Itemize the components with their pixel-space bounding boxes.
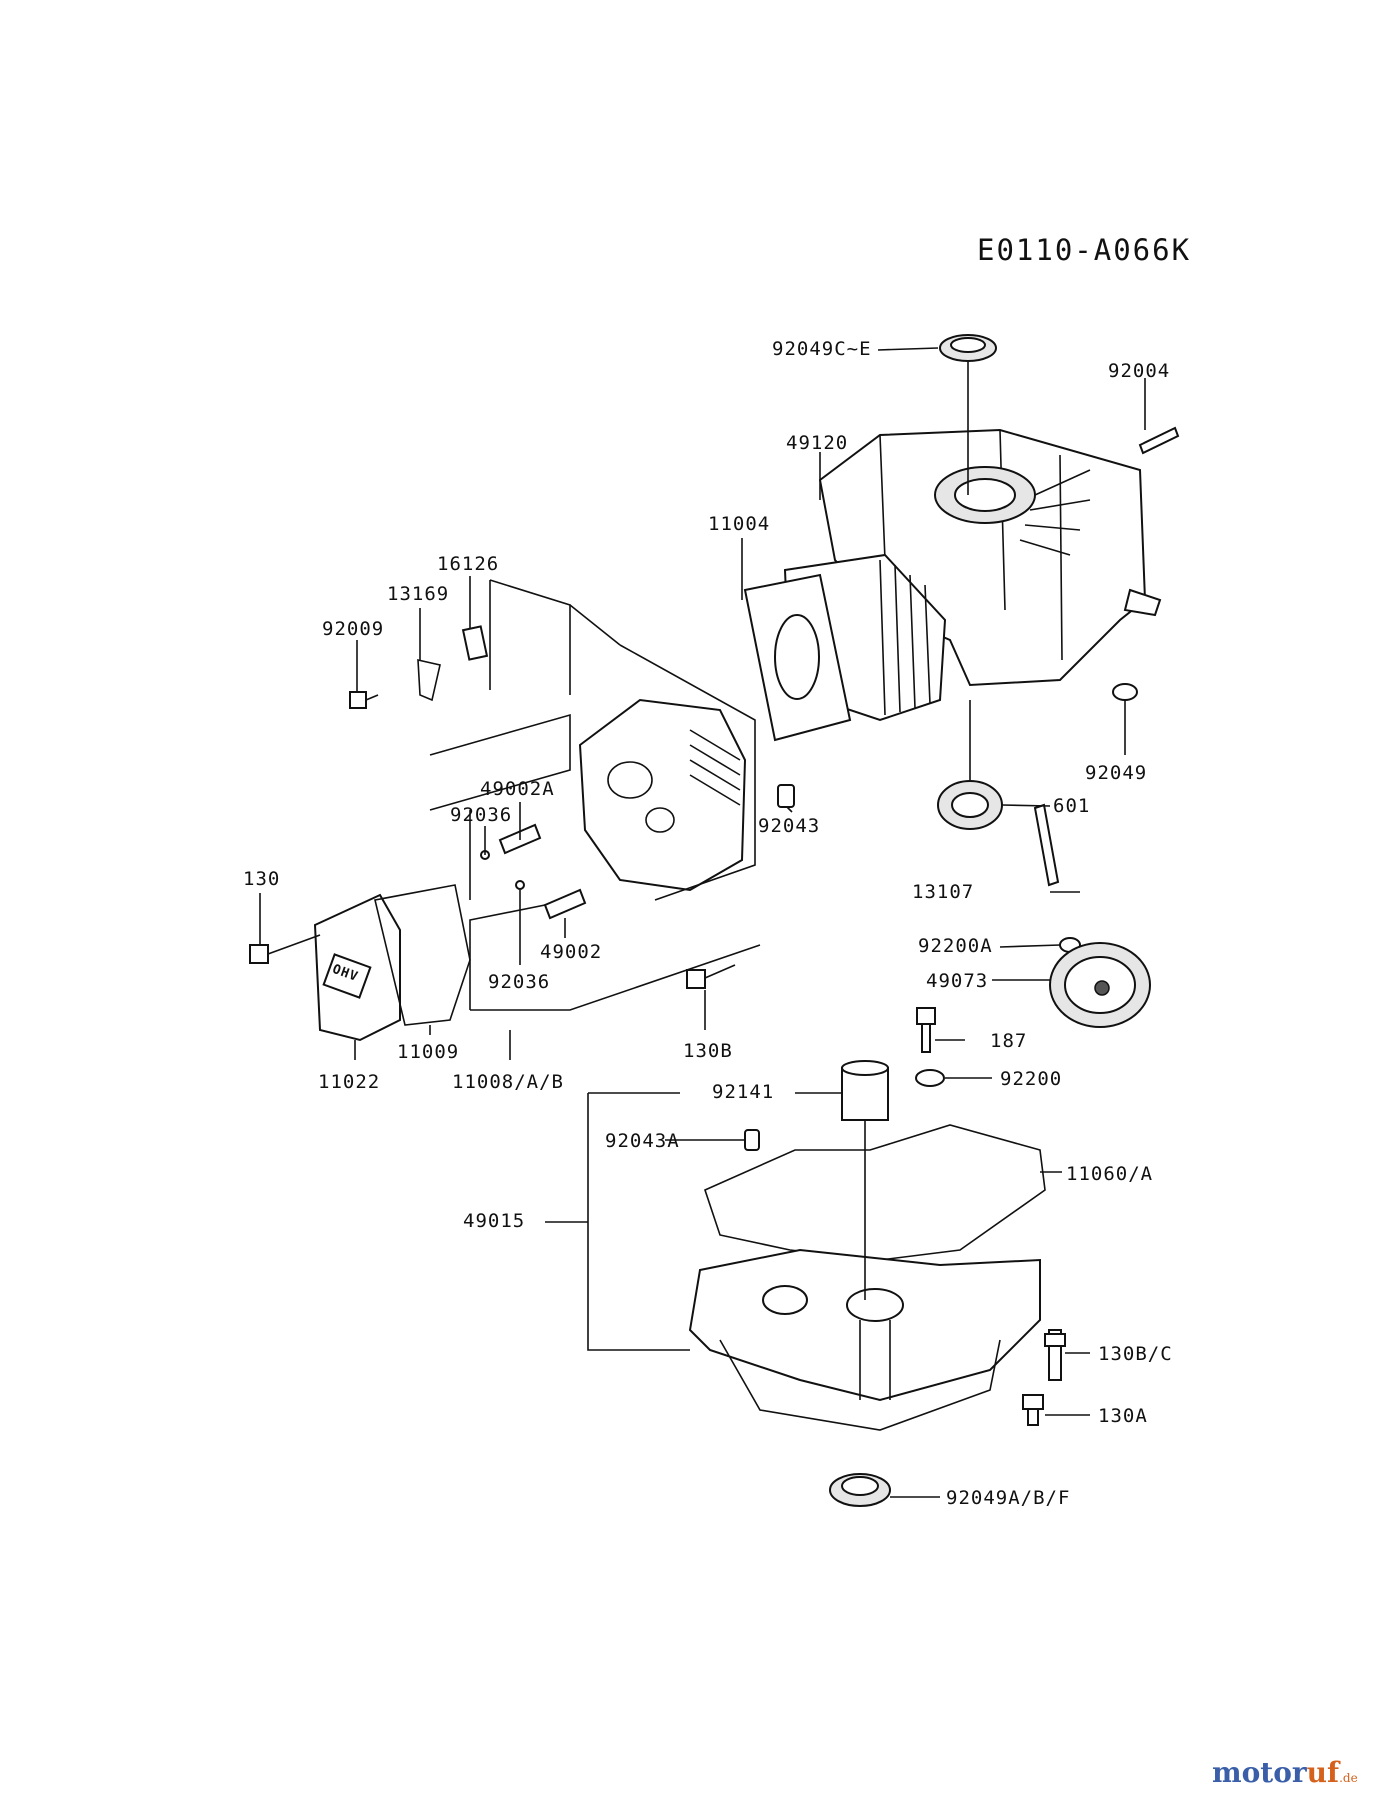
label-11008-a-b: 11008/A/B [452,1071,564,1093]
label-49002: 49002 [540,941,603,963]
label-92004: 92004 [1108,360,1171,382]
crankcase-49120 [818,428,1162,687]
label-49120: 49120 [786,432,849,454]
gear-49073 [1049,942,1151,1028]
valve-guides [498,823,587,920]
oil-pan-49015 [688,1248,1041,1431]
diagram-code: E0110-A066K [977,233,1192,267]
label-92036-top: 92036 [450,804,513,826]
label-92200: 92200 [1000,1068,1063,1090]
label-130b: 130B [683,1040,733,1062]
cylinder-11004 [743,553,947,742]
gasket-11060a [704,1124,1046,1261]
label-11060-a: 11060/A [1066,1163,1154,1185]
bolt-130a [1022,1394,1044,1426]
label-130: 130 [243,868,281,890]
label-49073: 49073 [926,970,989,992]
label-13169: 13169 [387,583,450,605]
pin-13107 [1033,803,1060,887]
leader-lines [259,347,1146,1498]
oil-seal-bottom [829,1473,891,1507]
oil-seal-top [939,334,997,362]
brand-watermark: motoruf.de [1212,1756,1358,1789]
bolt-92009 [349,691,379,709]
cylinder-head [578,698,747,892]
bolt-130 [249,934,321,964]
label-92200a: 92200A [918,935,993,957]
cover-gasket-11009 [374,884,471,1026]
label-11004: 11004 [708,513,771,535]
bolt-130bc [1044,1329,1066,1381]
label-92049: 92049 [1085,762,1148,784]
label-16126: 16126 [437,553,500,575]
label-11009: 11009 [397,1041,460,1063]
sleeve-92141 [841,1060,889,1121]
watermark-tld: .de [1339,1771,1358,1785]
label-92043: 92043 [758,815,821,837]
label-92009: 92009 [322,618,385,640]
clip-13169 [417,658,441,702]
bearing-601 [937,780,1003,830]
label-130a: 130A [1098,1405,1148,1427]
label-92049c-e: 92049C~E [772,338,872,360]
label-13107: 13107 [912,881,975,903]
washer-92049 [1112,683,1138,701]
label-601: 601 [1053,795,1091,817]
clip-92036-bottom [515,880,525,890]
label-11022: 11022 [318,1071,381,1093]
label-92036-bottom: 92036 [488,971,551,993]
bolt-130b [686,964,736,989]
watermark-accent: uf [1306,1756,1340,1789]
stud-92004 [1138,426,1180,455]
plate-16126 [461,625,489,661]
label-92141: 92141 [712,1081,775,1103]
gasket-frame [429,579,761,1011]
head-cover-11022 [313,893,401,1042]
label-49002a: 49002A [480,778,555,800]
label-49015: 49015 [463,1210,526,1232]
label-187: 187 [990,1030,1028,1052]
washer-92200 [915,1069,945,1087]
label-130b-c: 130B/C [1098,1343,1173,1365]
watermark-main: motor [1212,1756,1307,1789]
label-92049a-b-f: 92049A/B/F [946,1487,1071,1509]
bolt-187 [916,1007,936,1053]
dowel-92043 [777,784,795,808]
dowel-92043a [744,1129,760,1151]
label-92043a: 92043A [605,1130,680,1152]
